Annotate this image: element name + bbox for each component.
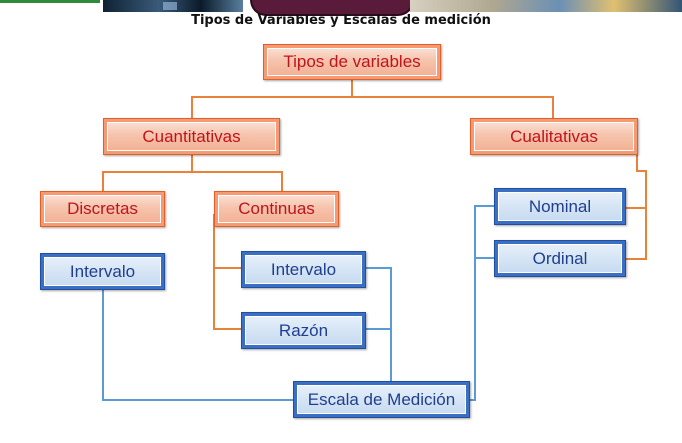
node-tipos-de-variables: Tipos de variables	[263, 44, 441, 80]
connector-cualitativas-children	[626, 153, 647, 260]
connector-intervalo-escala	[102, 289, 293, 401]
connector-intervalo-mid	[365, 267, 392, 381]
node-cuantitativas: Cuantitativas	[103, 118, 280, 155]
node-discretas: Discretas	[40, 191, 165, 227]
header-green-bar	[0, 0, 100, 3]
header-decoration	[0, 0, 682, 16]
node-ordinal: Ordinal	[494, 240, 626, 277]
node-intervalo-continuas: Intervalo	[241, 251, 366, 288]
node-nominal: Nominal	[494, 188, 626, 225]
header-photo-left	[103, 0, 243, 12]
page-title: Tipos de Variables y Escalas de medición	[191, 13, 491, 28]
node-intervalo-discretas: Intervalo	[40, 253, 165, 290]
orange-connectors	[102, 78, 647, 330]
node-cualitativas: Cualitativas	[470, 118, 638, 155]
node-continuas: Continuas	[214, 191, 339, 227]
connector-nominal-escala	[470, 205, 494, 401]
connector-root-branch	[191, 96, 554, 118]
node-razon: Razón	[241, 312, 366, 349]
header-photo-right	[410, 0, 682, 12]
connector-cuant-branch	[102, 171, 283, 191]
blue-connectors	[102, 205, 494, 401]
connector-continuas-children	[213, 214, 241, 330]
node-escala-de-medicion: Escala de Medición	[293, 381, 470, 418]
